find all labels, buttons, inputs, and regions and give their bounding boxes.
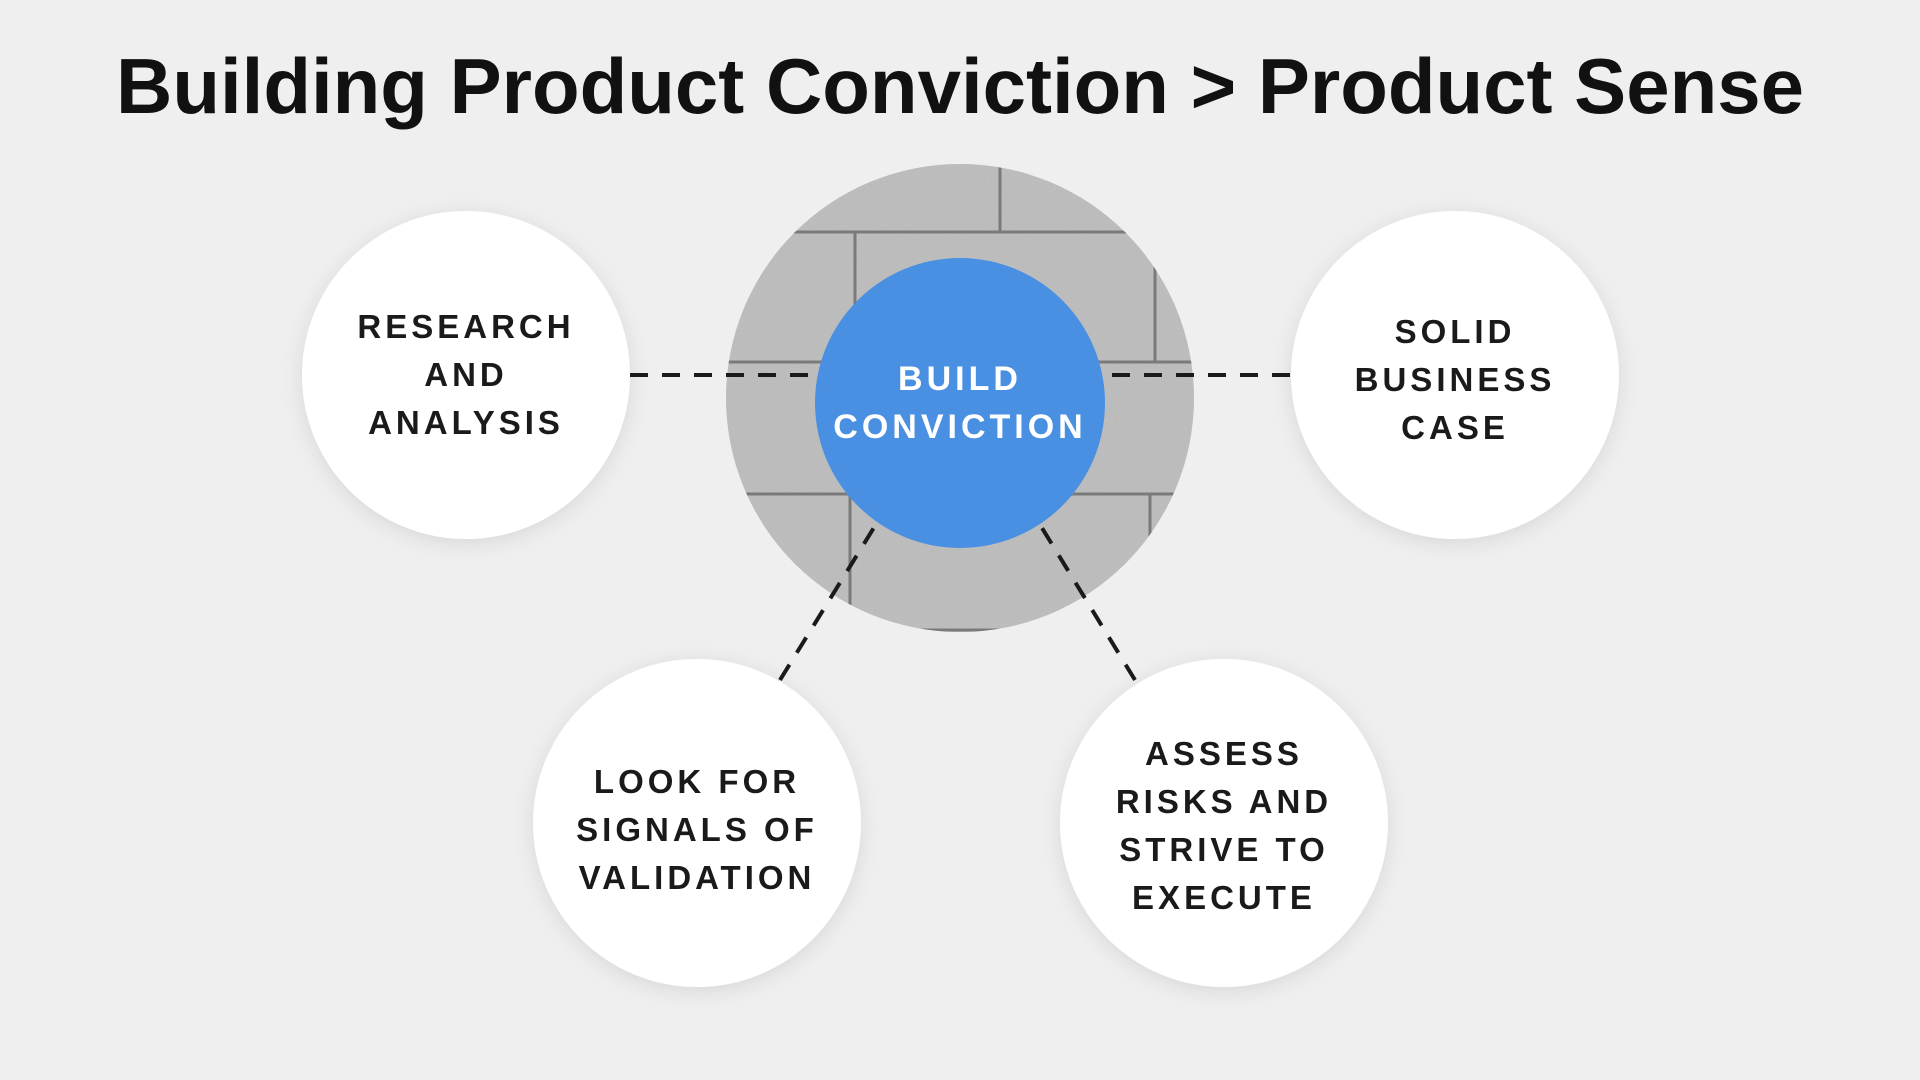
node-signals-circle <box>533 659 861 987</box>
node-risks-label: ASSESS RISKS AND STRIVE TO EXECUTE <box>1115 735 1333 916</box>
node-research-label: RESEARCH AND ANALYSIS <box>357 308 575 441</box>
node-business-label: SOLID BUSINESS CASE <box>1354 313 1556 446</box>
center-circle <box>815 258 1105 548</box>
node-research-circle <box>302 211 630 539</box>
node-business-circle <box>1291 211 1619 539</box>
node-signals-label: LOOK FOR SIGNALS OF VALIDATION <box>576 763 818 896</box>
node-risks-circle <box>1060 659 1388 987</box>
center-label: BUILD CONVICTION <box>833 360 1087 446</box>
page-title: Building Product Conviction > Product Se… <box>116 42 1804 130</box>
